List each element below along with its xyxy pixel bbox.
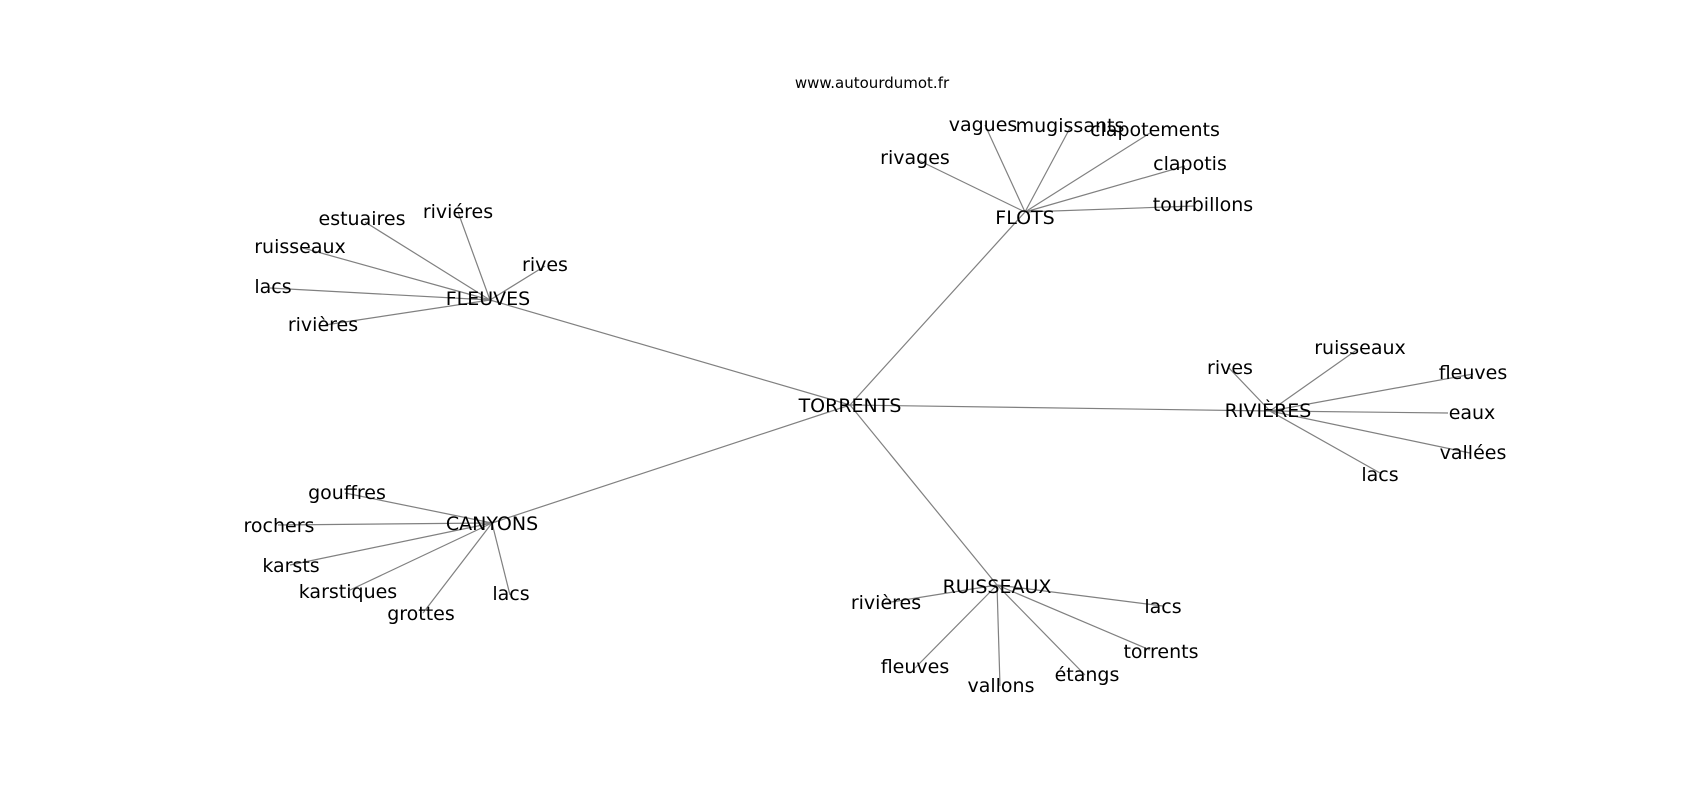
edge-center-fleuves (489, 299, 851, 406)
leaf-node: vagues (949, 114, 1018, 136)
leaf-node: gouffres (308, 482, 386, 504)
edge-flots-rivages (917, 159, 1026, 213)
leaf-node: karsts (262, 555, 319, 577)
edge-center-flots (849, 211, 1026, 406)
leaf-node: riviéres (423, 201, 493, 223)
edges (269, 124, 1474, 687)
edge-center-ruisseaux (849, 404, 998, 586)
leaf-node: estuaires (319, 208, 406, 230)
leaf-node: vallées (1440, 442, 1507, 464)
edge-fleuves-estuaires (364, 221, 491, 301)
edge-canyons-lacs (491, 522, 511, 596)
edge-fleuves-rives (489, 265, 546, 301)
edge-flots-mugissants (1024, 127, 1071, 213)
edge-fleuves-ruisseaux (302, 247, 491, 301)
leaf-node: tourbillons (1153, 194, 1253, 216)
leaf-node: torrents (1123, 641, 1198, 663)
leaf-node: rivières (288, 314, 358, 336)
leaf-node: fleuves (1439, 362, 1508, 384)
edge-rivieres-rives (1227, 366, 1271, 412)
edge-fleuves-lacs (269, 287, 491, 301)
leaf-node: rives (1207, 357, 1253, 379)
leaf-node: rochers (244, 515, 315, 537)
edge-ruisseaux-lacs (996, 584, 1164, 607)
edge-center-canyons (491, 404, 851, 524)
leaf-node: lacs (254, 276, 291, 298)
edge-canyons-rochers (277, 522, 493, 526)
leaf-node: ruisseaux (254, 236, 346, 258)
leaf-node: lacs (492, 583, 529, 605)
hub-node-ruisseaux: RUISSEAUX (943, 576, 1052, 598)
edge-flots-clapotements (1024, 132, 1151, 213)
edge-ruisseaux-fleuves (914, 584, 998, 669)
edge-rivieres-eaux (1269, 410, 1449, 414)
edge-rivieres-lacs (1269, 410, 1381, 474)
edge-ruisseaux-etangs (996, 584, 1086, 676)
edge-rivieres-ruisseaux (1269, 348, 1359, 412)
edge-canyons-gouffres (344, 492, 493, 524)
center-node: TORRENTS (798, 395, 902, 417)
edge-flots-clapotis (1024, 165, 1186, 213)
leaf-node: eaux (1449, 402, 1496, 424)
leaf-node: clapotis (1153, 153, 1227, 175)
hub-node-canyons: CANYONS (446, 513, 538, 535)
edge-center-rivieres (849, 404, 1271, 412)
leaf-node: grottes (387, 603, 455, 625)
edge-fleuves-rivieres (324, 299, 491, 326)
hub-node-flots: FLOTS (995, 207, 1054, 229)
leaf-node: fleuves (881, 656, 950, 678)
edge-canyons-karsts (289, 522, 493, 566)
leaf-node: rives (522, 254, 568, 276)
edge-rivieres-vallees (1269, 410, 1471, 454)
edge-ruisseaux-rivieres (884, 584, 998, 604)
labels: www.autourdumot.fr TORRENTS FLOTS rivage… (244, 74, 1508, 697)
edge-ruisseaux-torrents (996, 584, 1151, 651)
edge-canyons-karstiques (349, 522, 493, 591)
leaf-node: étangs (1055, 664, 1120, 686)
edge-canyons-grottes (422, 522, 493, 614)
leaf-node: karstiques (299, 581, 397, 603)
hub-node-rivieres: RIVIÈRES (1225, 399, 1312, 422)
leaf-node: ruisseaux (1314, 337, 1406, 359)
hub-node-fleuves: FLEUVES (446, 288, 531, 310)
leaf-node: lacs (1144, 596, 1181, 618)
source-url: www.autourdumot.fr (795, 74, 950, 92)
leaf-node: lacs (1361, 464, 1398, 486)
leaf-node: vallons (967, 675, 1034, 697)
leaf-node: mugissants (1016, 115, 1125, 137)
edge-fleuves-rivieres-accent (457, 211, 491, 301)
edge-rivieres-fleuves (1269, 373, 1474, 412)
leaf-node: rivières (851, 592, 921, 614)
edge-flots-tourbillons (1024, 205, 1196, 213)
edge-ruisseaux-vallons (996, 584, 1001, 687)
leaf-node: clapotements (1090, 119, 1220, 141)
edge-flots-vagues (984, 124, 1026, 213)
leaf-node: rivages (880, 147, 950, 169)
